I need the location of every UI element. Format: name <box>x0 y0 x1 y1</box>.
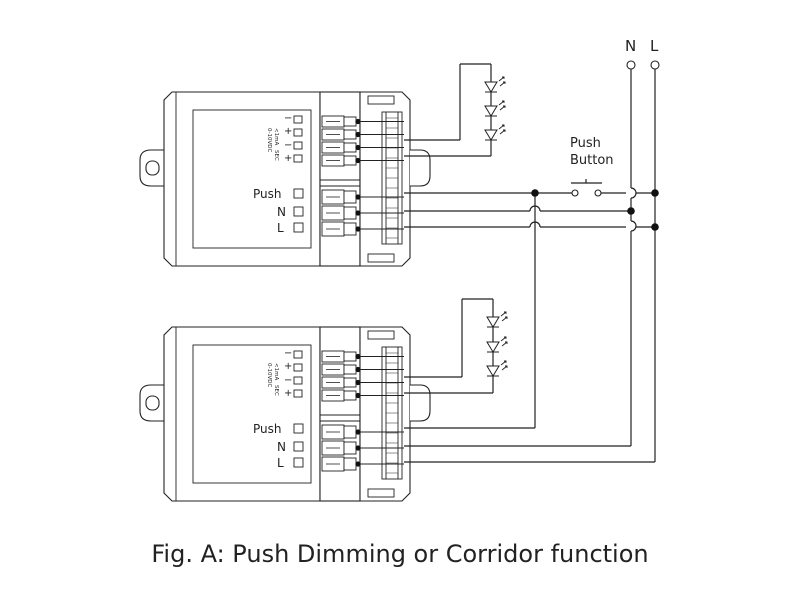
l-label: L <box>277 221 284 235</box>
sign-2: + <box>284 126 292 137</box>
push-button: Push Button <box>570 136 614 197</box>
driver-1-labels: 0-10VDC <1mA SEC − + − + Push N L <box>253 113 304 235</box>
sign-3: − <box>284 375 292 386</box>
push-button-label-2: Button <box>570 153 614 168</box>
sign-4: + <box>284 388 292 399</box>
dim-label-2: <1mA <box>273 128 279 145</box>
supply-l-label: L <box>650 37 659 55</box>
driver-2 <box>139 326 431 502</box>
sign-2: + <box>284 361 292 372</box>
sign-1: − <box>284 113 292 124</box>
figure-caption: Fig. A: Push Dimming or Corridor functio… <box>151 540 648 568</box>
sec-label: SEC <box>273 150 279 161</box>
push-label: Push <box>253 187 282 201</box>
driver-1 <box>139 91 431 267</box>
n-label: N <box>277 440 286 454</box>
sign-4: + <box>284 153 292 164</box>
push-label: Push <box>253 422 282 436</box>
n-label: N <box>277 205 286 219</box>
dim-label-2: <1mA <box>273 363 279 380</box>
push-button-label-1: Push <box>570 136 601 151</box>
supply-terminals: N L <box>625 37 660 462</box>
dim-label-1: 0-10VDC <box>266 363 272 387</box>
wires <box>404 63 659 463</box>
dim-label-1: 0-10VDC <box>266 128 272 152</box>
supply-n-label: N <box>625 37 636 55</box>
l-label: L <box>277 456 284 470</box>
sign-3: − <box>284 140 292 151</box>
sign-1: − <box>284 348 292 359</box>
driver-2-labels: 0-10VDC <1mA SEC − + − + Push N L <box>253 348 304 470</box>
sec-label: SEC <box>273 385 279 396</box>
